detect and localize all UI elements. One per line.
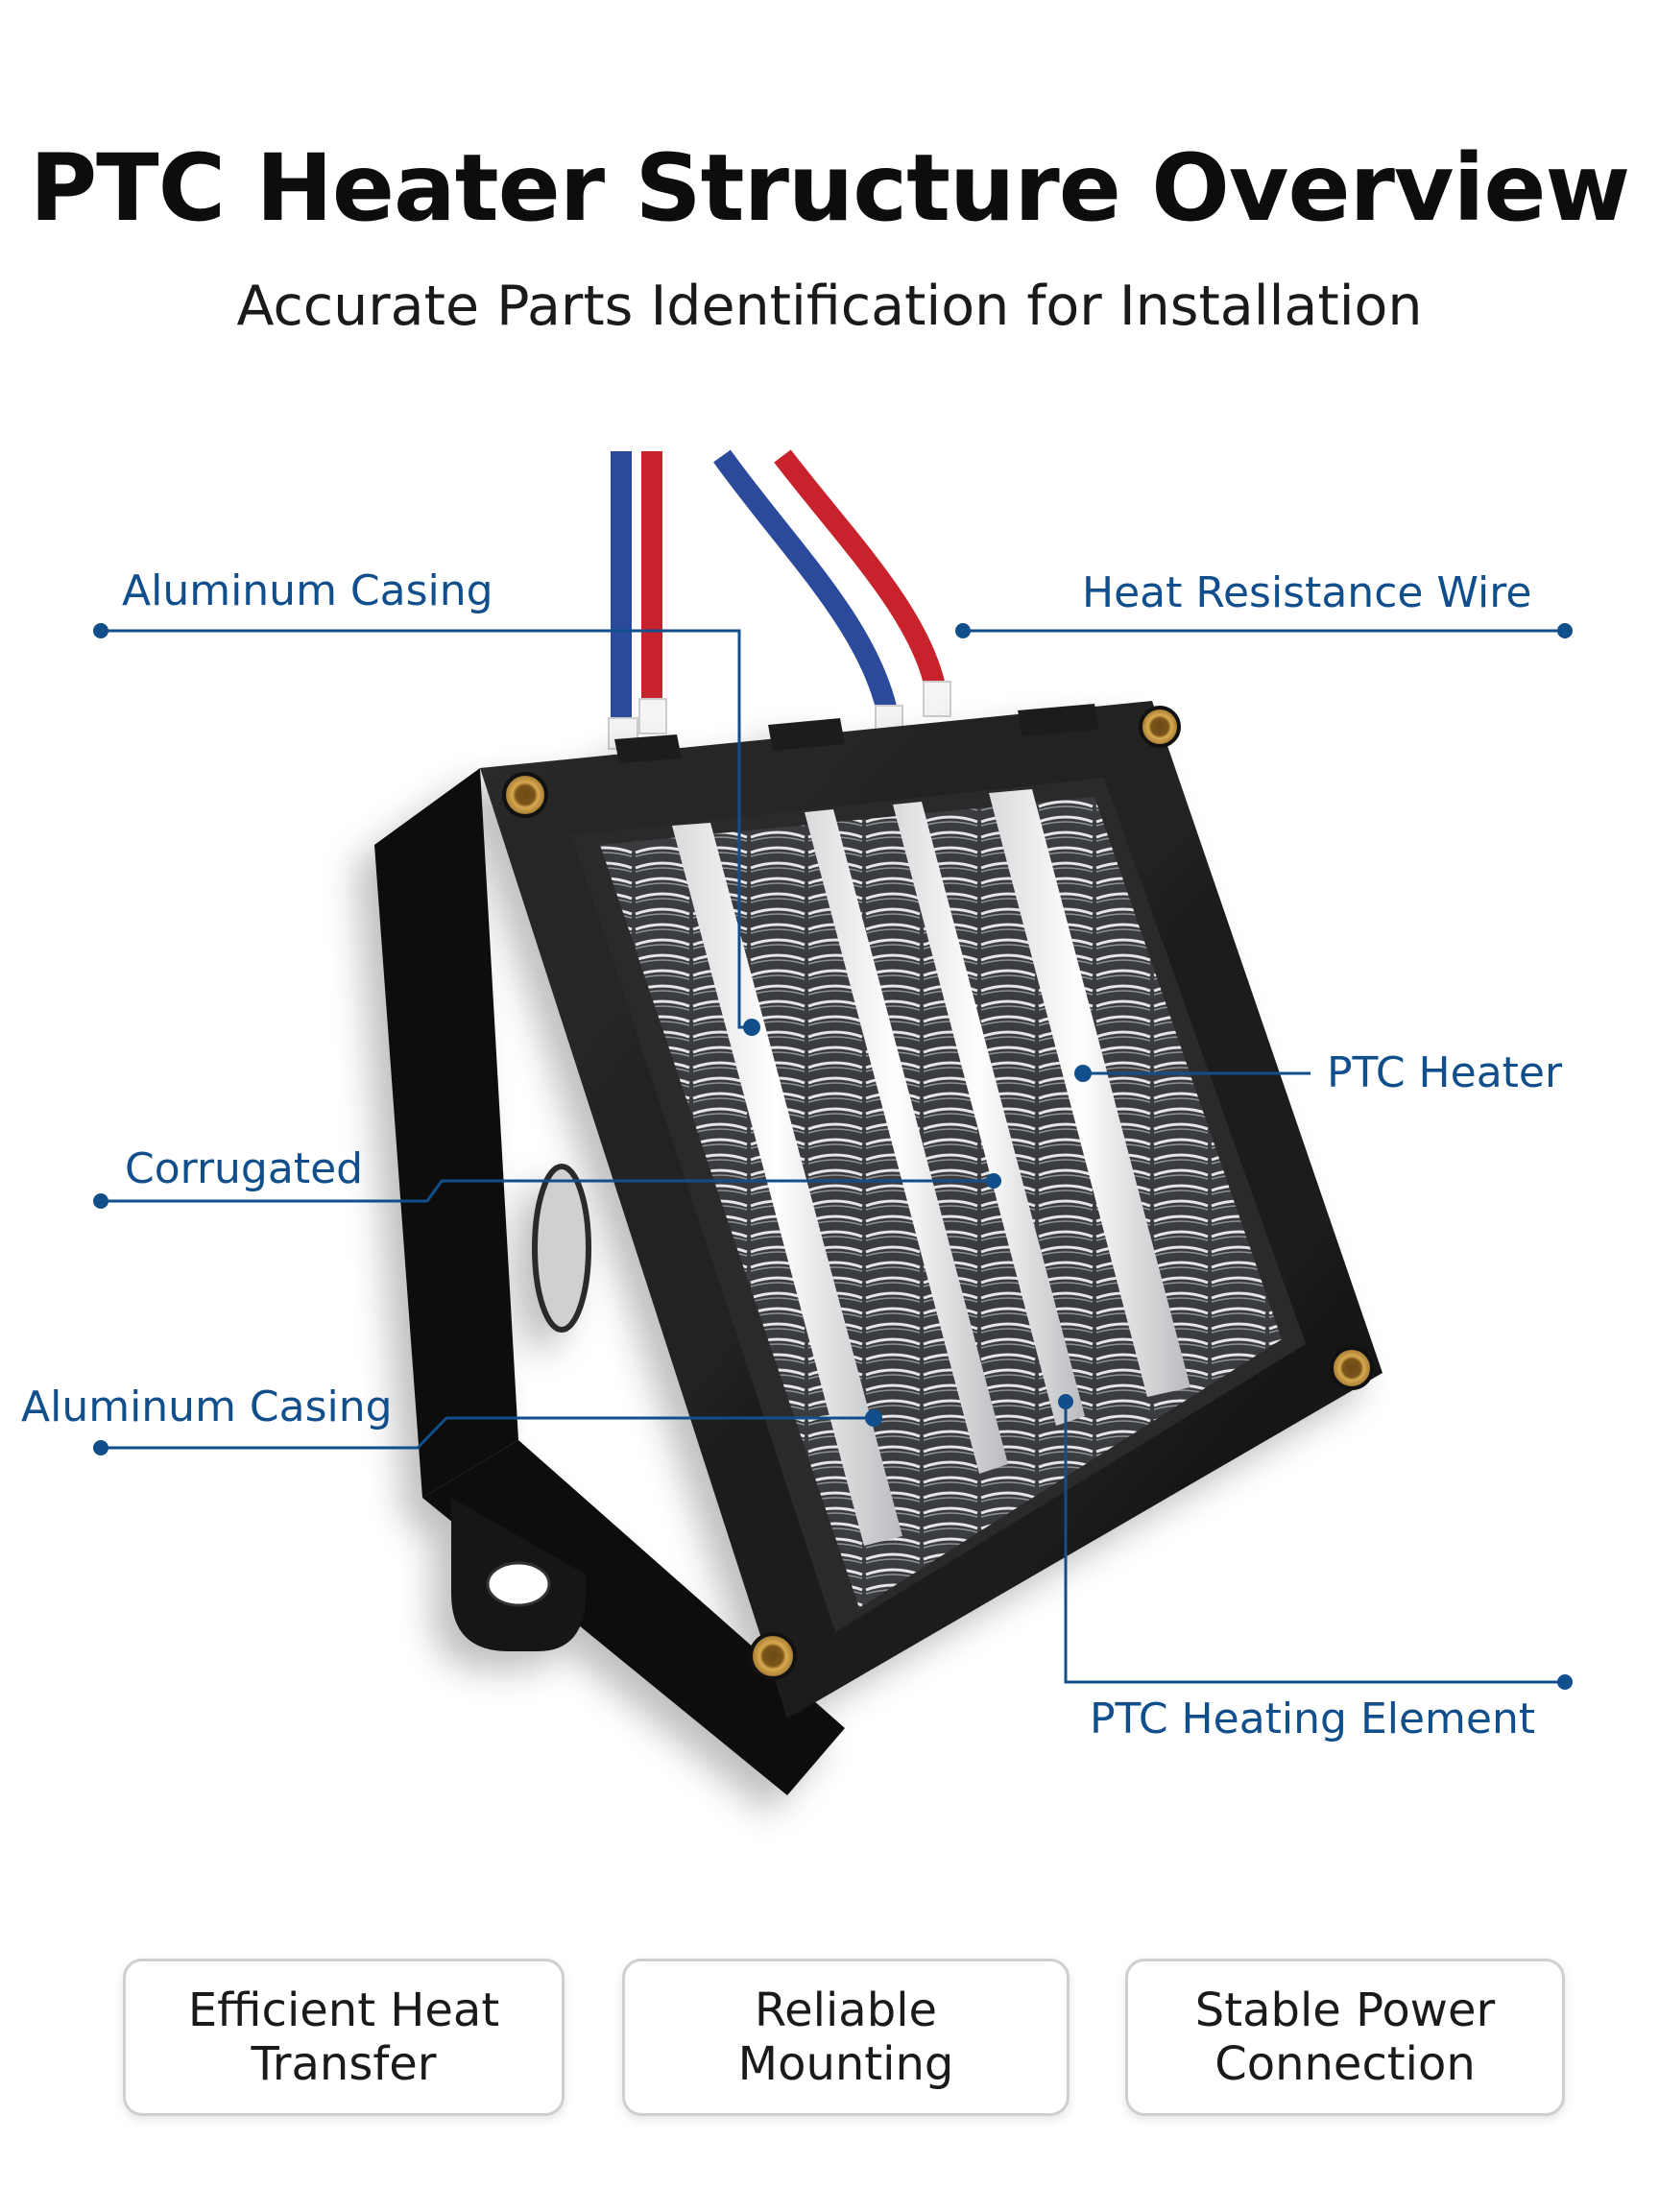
feature-reliable-mounting: Reliable Mounting	[622, 1959, 1070, 2116]
callout-line-ptc-heating-element	[1064, 1402, 1565, 1684]
feature-label: Stable Power Connection	[1194, 1984, 1496, 2091]
feature-label: Efficient Heat Transfer	[187, 1984, 500, 2091]
page-subtitle: Accurate Parts Identification for Instal…	[236, 275, 1423, 338]
callout-lines	[93, 623, 1573, 1690]
callout-label-heat-resistance-wire: Heat Resistance Wire	[1082, 568, 1532, 617]
power-wires	[608, 449, 951, 750]
callout-line-aluminum-casing-bottom	[101, 1416, 874, 1450]
callout-label-aluminum-casing-top: Aluminum Casing	[122, 566, 493, 615]
heating-core	[600, 789, 1282, 1608]
callout-label-aluminum-casing-bottom: Aluminum Casing	[21, 1382, 393, 1431]
callout-label-corrugated: Corrugated	[125, 1144, 364, 1193]
callout-label-ptc-heating-element: PTC Heating Element	[1090, 1695, 1536, 1743]
callout-line-corrugated	[101, 1179, 994, 1203]
feature-efficient-heat-transfer: Efficient Heat Transfer	[123, 1959, 565, 2116]
feature-stable-power-connection: Stable Power Connection	[1125, 1959, 1565, 2116]
feature-label: Reliable Mounting	[737, 1984, 954, 2091]
page-title: PTC Heater Structure Overview	[29, 134, 1630, 242]
brass-inserts	[502, 706, 1374, 1680]
callout-label-ptc-heater: PTC Heater	[1327, 1048, 1563, 1097]
